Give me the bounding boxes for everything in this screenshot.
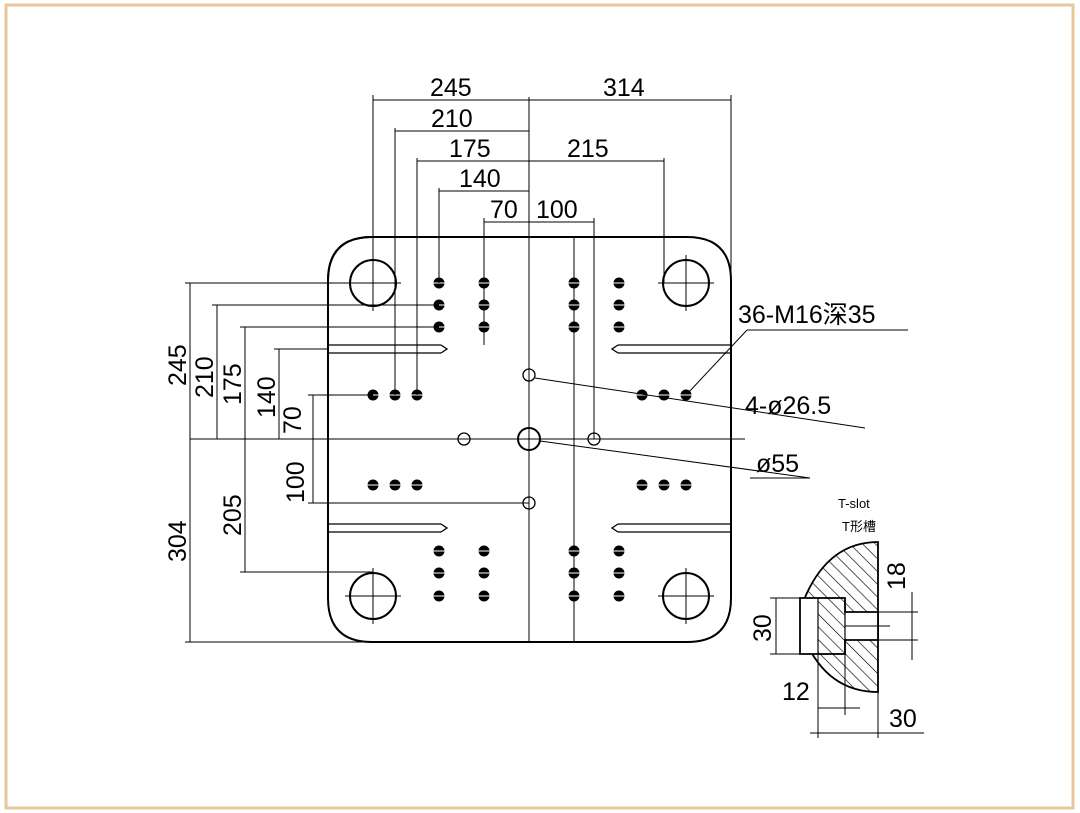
callout-center-hole: ø55 — [756, 450, 799, 478]
left-dim-140: 140 — [253, 376, 281, 418]
tslot-dim-30-bottom: 30 — [889, 705, 917, 733]
callout-tapped-holes: 36-M16深35 — [738, 301, 876, 329]
left-dim-210: 210 — [191, 356, 219, 398]
top-dim-140: 140 — [459, 165, 501, 193]
tslot-dim-30-left: 30 — [749, 614, 777, 642]
platen — [190, 97, 745, 643]
left-dimensions: 245 210 175 140 70 100 205 304 — [164, 282, 529, 643]
left-dim-70: 70 — [279, 406, 307, 434]
tslot-dim-18: 18 — [883, 562, 911, 590]
top-dim-70: 70 — [490, 196, 518, 224]
tapped-holes — [366, 277, 693, 602]
left-dim-175: 175 — [219, 363, 247, 405]
tslot-title-en: T-slot — [838, 496, 870, 511]
callout-tie-bar-holes: 4-ø26.5 — [745, 392, 831, 420]
top-dim-210: 210 — [431, 105, 473, 133]
top-dim-175: 175 — [449, 135, 491, 163]
callouts: 36-M16深35 4-ø26.5 ø55 — [534, 301, 908, 479]
tie-bar-holes — [345, 255, 714, 624]
top-dim-314: 314 — [603, 74, 645, 102]
top-dim-100: 100 — [536, 196, 578, 224]
left-dim-304: 304 — [164, 520, 192, 562]
top-dim-215: 215 — [567, 135, 609, 163]
outer-frame — [4, 3, 1075, 810]
tslot-dim-12: 12 — [782, 678, 810, 706]
left-dim-100: 100 — [282, 461, 310, 503]
top-dim-245: 245 — [430, 74, 472, 102]
top-dimensions: 245 314 210 175 215 140 70 100 — [372, 74, 732, 439]
left-dim-245: 245 — [164, 344, 192, 386]
tslot-detail: T-slot T形槽 18 30 12 30 — [749, 496, 924, 738]
left-dim-205: 205 — [219, 494, 247, 536]
tslot-title-cn: T形槽 — [842, 519, 876, 534]
